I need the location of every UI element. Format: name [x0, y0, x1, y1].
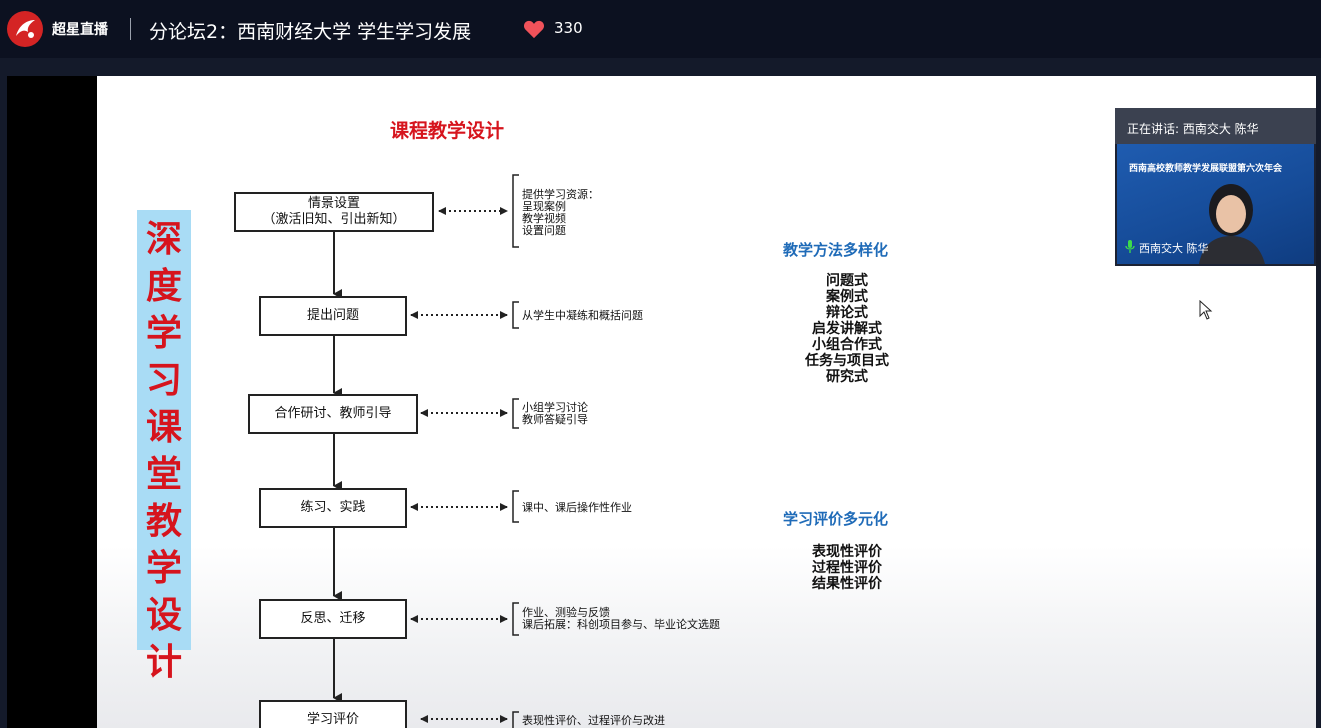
step-note: 提供学习资源： 呈现案例 教学视频 设置问题 [522, 188, 599, 237]
method-item: 辩论式 [826, 305, 868, 321]
heart-icon[interactable] [523, 19, 545, 39]
flowchart-connectors [333, 174, 519, 728]
flow-step-pose-question: 提出问题 [259, 296, 407, 336]
speaker-window[interactable]: 正在讲话: 西南交大 陈华 西南高校教师教学发展联盟第六次年会 西南交大 陈华 [1115, 108, 1316, 266]
evaluation-item: 过程性评价 [812, 560, 882, 576]
method-item: 任务与项目式 [805, 353, 889, 369]
conference-banner: 西南高校教师教学发展联盟第六次年会 [1129, 164, 1283, 174]
step-note: 作业、测验与反馈 课后拓展：科创项目参与、毕业论文选题 [522, 606, 720, 631]
top-bar: 超星直播 分论坛2：西南财经大学 学生学习发展 330 [0, 0, 1321, 58]
presentation-slide: 课程教学设计 深度学习课堂教学设计 情景设置 （激活旧知、引出新知） 提出问题 … [97, 76, 1316, 728]
methods-heading: 教学方法多样化 [783, 241, 889, 259]
vertical-banner: 深度学习课堂教学设计 [137, 210, 191, 683]
slide-title: 课程教学设计 [389, 120, 504, 142]
method-item: 启发讲解式 [812, 321, 882, 337]
evaluation-list: 表现性评价 过程性评价 结果性评价 [777, 544, 917, 592]
step-note: 课中、课后操作性作业 [522, 501, 632, 514]
flow-step-collaborate: 合作研讨、教师引导 [248, 394, 418, 434]
chaoxing-logo-icon [7, 11, 43, 47]
method-item: 小组合作式 [812, 337, 882, 353]
flow-step-reflect: 反思、迁移 [259, 599, 407, 639]
like-count: 330 [554, 19, 583, 37]
methods-list: 问题式 案例式 辩论式 启发讲解式 小组合作式 任务与项目式 研究式 [777, 273, 917, 385]
method-item: 研究式 [826, 369, 868, 385]
step-note: 从学生中凝练和概括问题 [522, 309, 643, 322]
flow-step-scenario: 情景设置 （激活旧知、引出新知） [234, 192, 434, 232]
speaker-avatar [1199, 184, 1265, 264]
speaker-name: 西南交大 陈华 [1139, 242, 1209, 255]
evaluation-item: 表现性评价 [812, 544, 882, 560]
brand-name: 超星直播 [52, 22, 108, 38]
flow-step-evaluate: 学习评价 [259, 700, 407, 728]
flow-step-practice: 练习、实践 [259, 488, 407, 528]
step-note: 表现性评价、过程评价与改进 [522, 714, 665, 727]
vertical-title: 深度学习课堂教学设计 [145, 219, 182, 683]
divider [130, 18, 131, 40]
method-item: 问题式 [826, 273, 868, 289]
mouse-cursor-icon [1199, 300, 1213, 320]
method-item: 案例式 [826, 289, 868, 305]
step-note: 小组学习讨论 教师答疑引导 [522, 401, 588, 426]
speaker-header: 正在讲话: 西南交大 陈华 [1115, 108, 1316, 144]
evaluation-item: 结果性评价 [812, 576, 882, 592]
speaking-now-label: 正在讲话: 西南交大 陈华 [1127, 122, 1259, 136]
live-title: 分论坛2：西南财经大学 学生学习发展 [149, 21, 472, 43]
speaker-video: 西南高校教师教学发展联盟第六次年会 西南交大 陈华 [1117, 144, 1314, 264]
microphone-icon [1125, 240, 1135, 253]
evaluation-heading: 学习评价多元化 [783, 510, 889, 528]
